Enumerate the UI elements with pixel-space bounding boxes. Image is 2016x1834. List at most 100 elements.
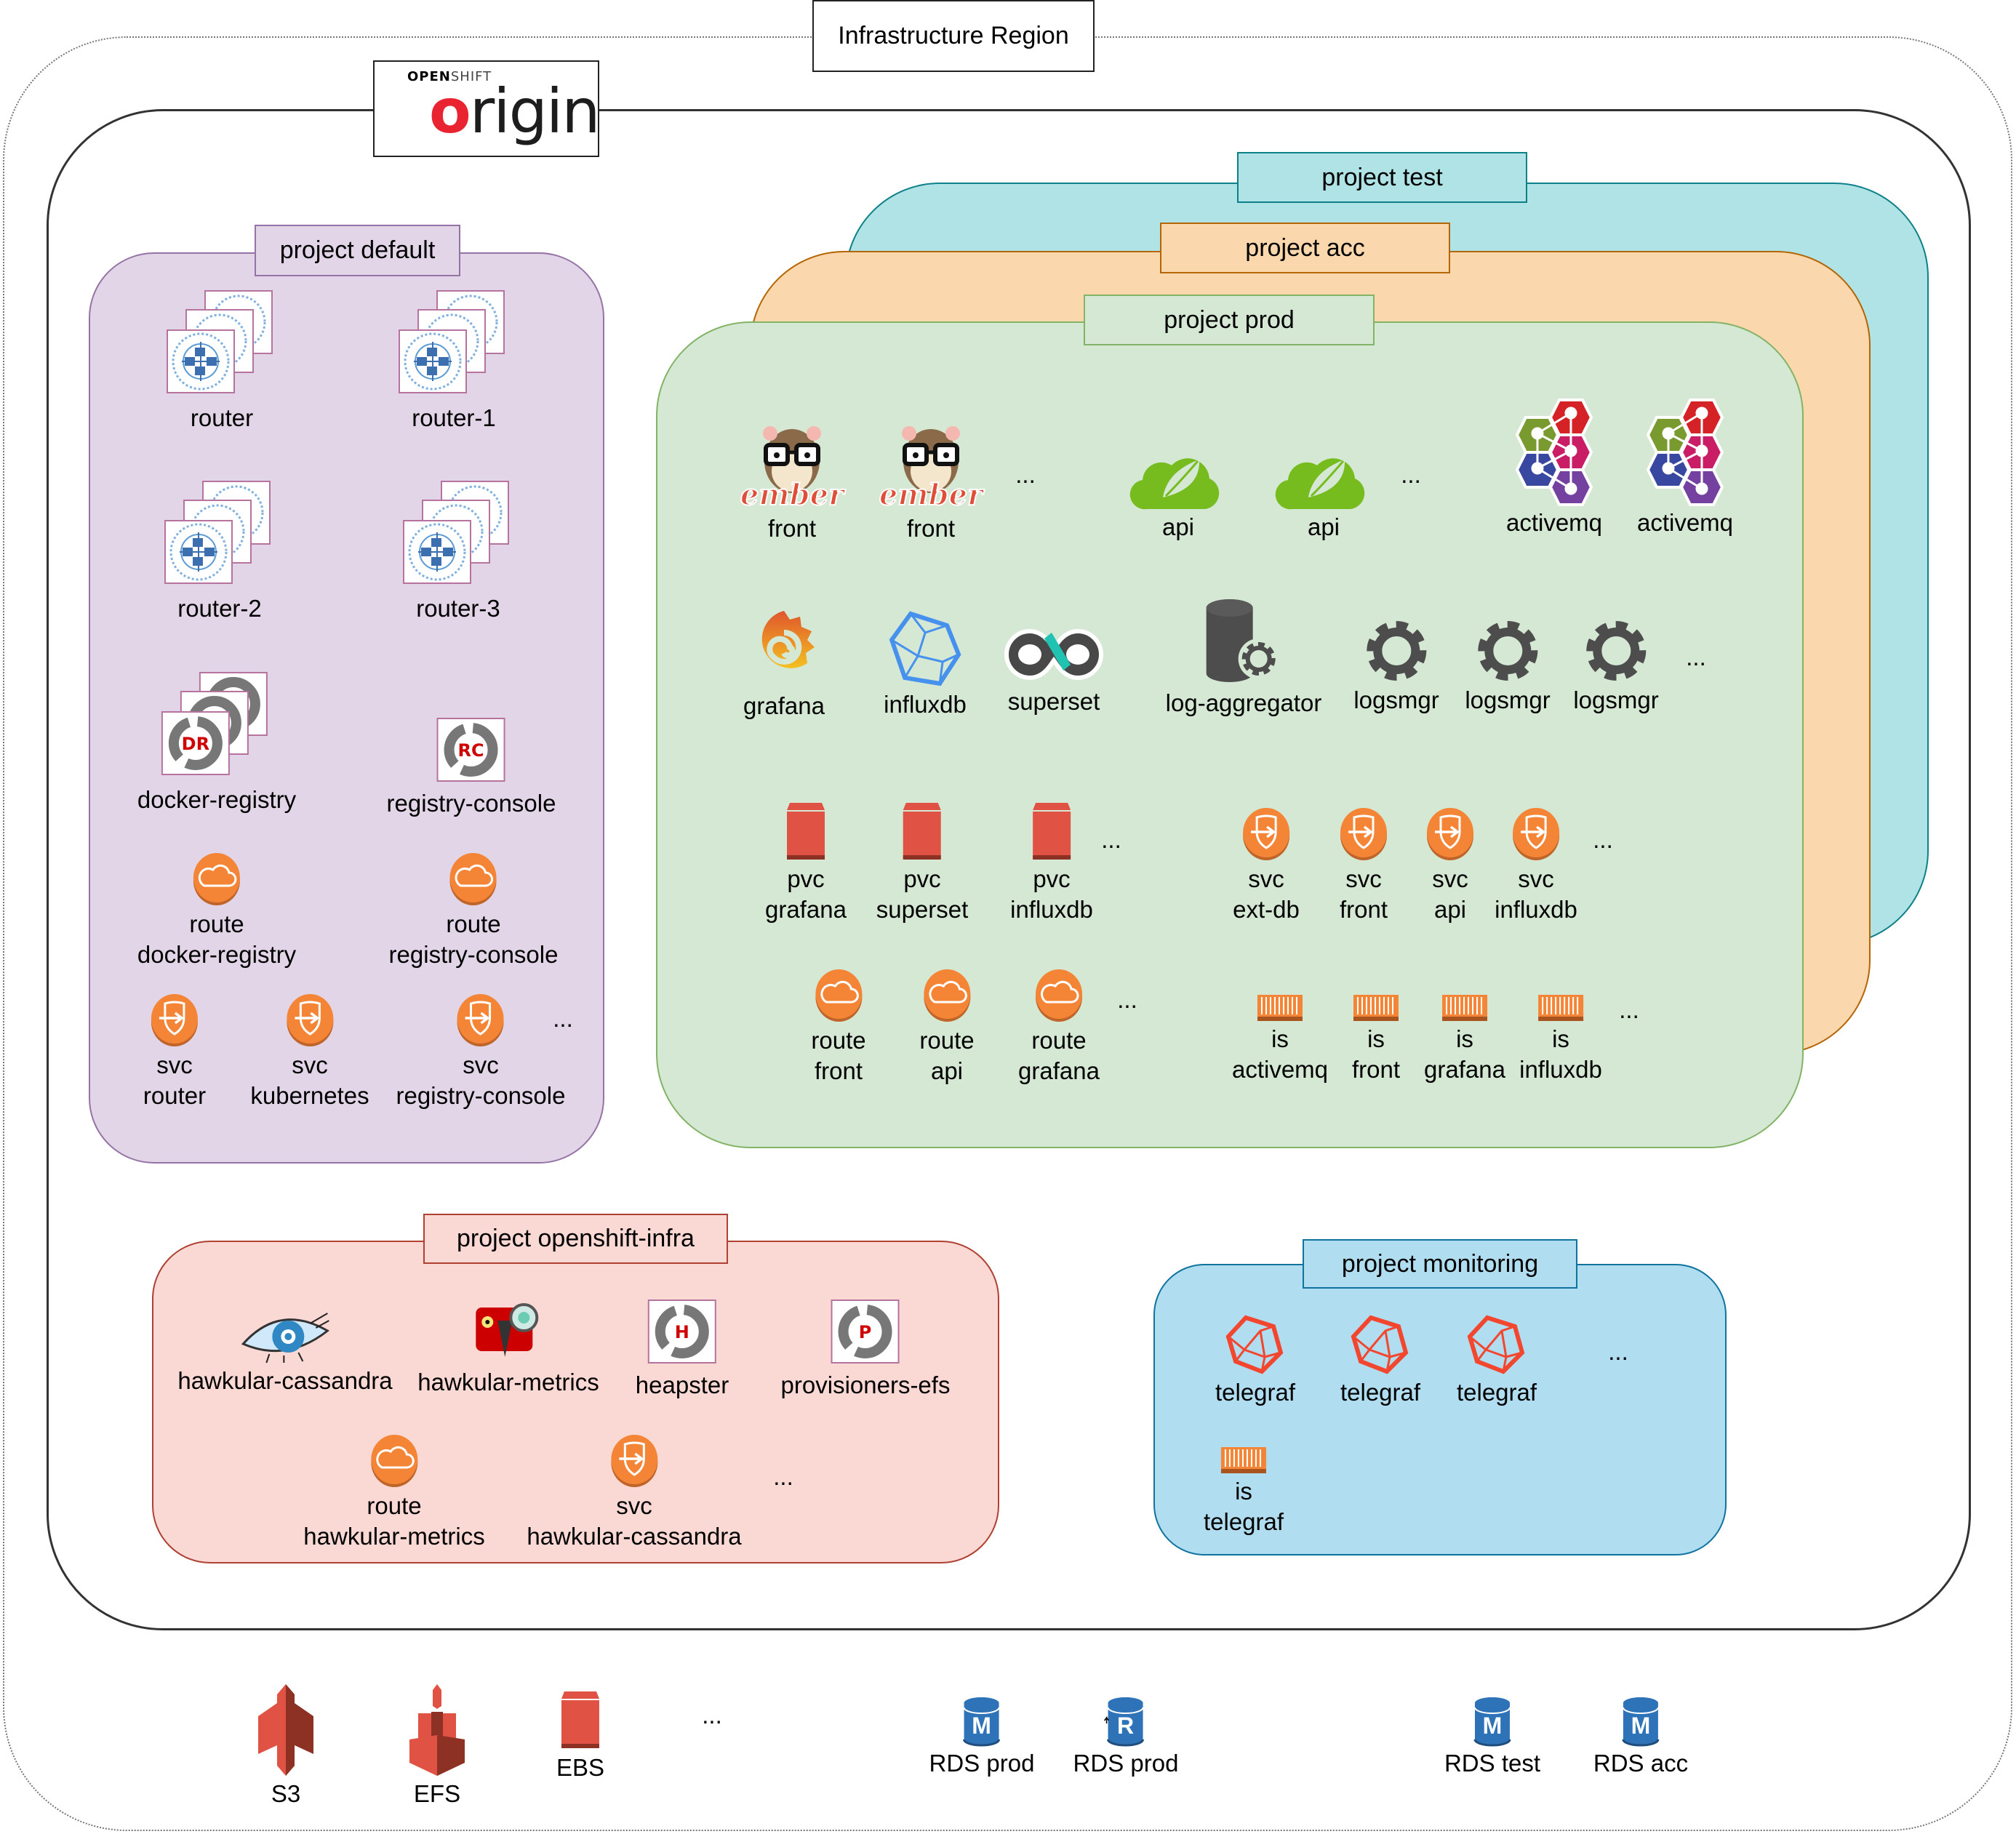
node-registry-console[interactable]: RC registry-console: [387, 718, 556, 819]
project-acc-label-text: project acc: [1245, 233, 1365, 262]
node-provisioners-efs[interactable]: P provisioners-efs: [781, 1300, 950, 1401]
prod-svc-more-ellipsis: ...: [1593, 826, 1613, 853]
node-hawkular-metrics[interactable]: hawkular-metrics: [417, 1303, 599, 1398]
node-router-1[interactable]: router-1: [399, 290, 508, 433]
node-activemq[interactable]: activemq: [1637, 399, 1733, 538]
node-label: router: [143, 1082, 207, 1109]
service-icon: [610, 1434, 658, 1488]
image-stream-icon: [1220, 1447, 1266, 1473]
node-rds-prod-master[interactable]: M RDS prod: [929, 1697, 1034, 1779]
node-label: is: [1271, 1025, 1289, 1052]
prod-pvc-more-ellipsis: ...: [1101, 826, 1121, 853]
node-logsmgr[interactable]: logsmgr: [1465, 620, 1551, 716]
node-label: svc: [463, 1052, 499, 1078]
node-telegraf[interactable]: telegraf: [1215, 1315, 1295, 1408]
svg-text:ember: ember: [879, 478, 985, 512]
node-grafana[interactable]: grafana: [743, 608, 825, 721]
node-label: telegraf: [1340, 1379, 1421, 1406]
node-front[interactable]: ember front: [740, 423, 847, 544]
node-rds-acc[interactable]: M RDS acc: [1593, 1697, 1688, 1779]
node-efs[interactable]: EFS: [408, 1684, 466, 1809]
default-more-ellipsis: ...: [553, 1005, 573, 1032]
project-monitoring-label: project monitoring: [1303, 1239, 1577, 1289]
route-icon: [370, 1434, 418, 1488]
node-telegraf[interactable]: telegraf: [1340, 1315, 1420, 1408]
project-acc-label: project acc: [1160, 223, 1450, 273]
node-label: activemq: [1505, 509, 1603, 536]
node-influxdb[interactable]: influxdb: [884, 611, 967, 720]
node-router-2[interactable]: router-2: [164, 481, 274, 624]
rds-master-icon: M: [963, 1697, 1001, 1747]
node-heapster[interactable]: H heapster: [636, 1300, 729, 1401]
project-test-label: project test: [1237, 152, 1527, 203]
node-log-aggregator[interactable]: log-aggregator: [1166, 598, 1321, 718]
rds-master-icon: M: [1473, 1697, 1511, 1747]
node-docker-registry[interactable]: DR docker-registry: [137, 672, 296, 815]
prod-is-more-ellipsis: ...: [1619, 996, 1639, 1023]
icon-badge: P: [859, 1322, 872, 1342]
node-telegraf[interactable]: telegraf: [1457, 1315, 1537, 1408]
openshift-pod-icon: RC: [436, 718, 505, 785]
node-label: is: [1367, 1025, 1385, 1052]
node-label: svc: [616, 1492, 652, 1519]
node-ebs[interactable]: EBS: [556, 1691, 604, 1783]
node-logsmgr[interactable]: logsmgr: [1573, 620, 1659, 716]
logo-shift: SHIFT: [450, 69, 492, 84]
node-api[interactable]: api: [1275, 448, 1369, 542]
node-front[interactable]: ember front: [879, 423, 985, 544]
node-rds-test[interactable]: M RDS test: [1444, 1697, 1540, 1779]
node-s3[interactable]: S3: [257, 1684, 315, 1809]
node-label: front: [1339, 896, 1388, 923]
node-label: influxdb: [1519, 1056, 1602, 1083]
node-label: ext-db: [1233, 896, 1300, 923]
rds-replica-icon: R: [1104, 1697, 1145, 1747]
node-superset[interactable]: superset: [1001, 625, 1107, 717]
node-logsmgr[interactable]: logsmgr: [1353, 620, 1439, 716]
node-label: logsmgr: [1573, 686, 1659, 713]
project-default-label-text: project default: [279, 236, 436, 264]
node-label: front: [906, 515, 956, 542]
node-label: hawkular-cassandra: [177, 1367, 393, 1394]
icon-badge: H: [675, 1322, 689, 1342]
node-rds-prod-replica[interactable]: R RDS prod: [1073, 1697, 1178, 1779]
node-activemq[interactable]: activemq: [1506, 399, 1602, 538]
router-pods-icon: [167, 290, 276, 400]
node-hawkular-cassandra[interactable]: hawkular-cassandra: [177, 1309, 393, 1396]
openshift-origin-logo: OPENSHIFT origin: [373, 60, 600, 157]
node-router[interactable]: router: [167, 290, 276, 433]
project-monitoring-label-text: project monitoring: [1341, 1249, 1539, 1278]
node-label: EBS: [556, 1754, 605, 1781]
openshift-pod-icon: H: [648, 1300, 716, 1367]
node-label: S3: [271, 1780, 301, 1807]
grafana-icon: [748, 608, 820, 688]
node-label: api: [1161, 513, 1195, 540]
node-label: influxdb: [884, 691, 967, 718]
node-label: influxdb: [1495, 896, 1577, 923]
node-label: activemq: [1636, 509, 1734, 536]
node-router-3[interactable]: router-3: [403, 481, 513, 624]
node-api[interactable]: api: [1129, 448, 1224, 542]
router-pods-icon: [164, 481, 274, 590]
